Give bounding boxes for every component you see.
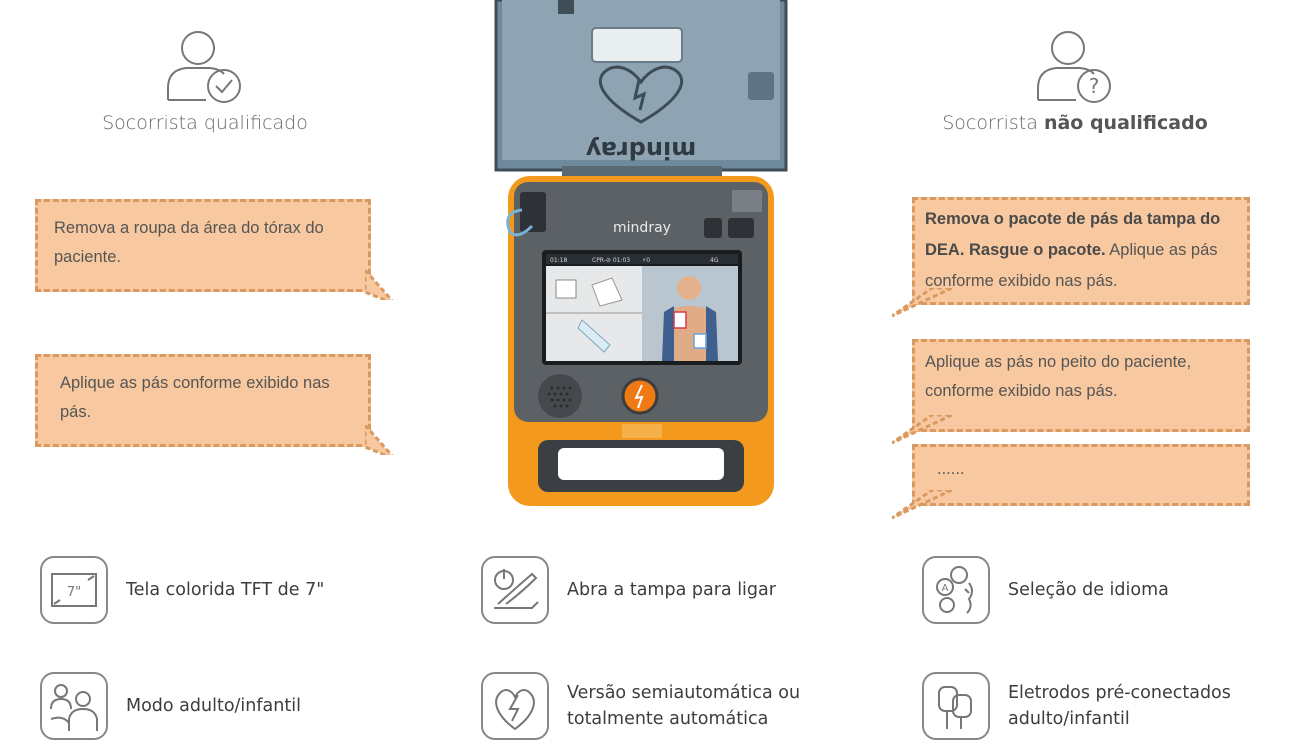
feature-adult-child-text: Modo adulto/infantil <box>126 696 301 716</box>
unqualified-step-3-text: ...... <box>937 460 965 478</box>
feature-adult-child: Modo adulto/infantil <box>40 672 301 740</box>
unqualified-step-1: Remova o pacote de pás da tampa do DEA. … <box>912 197 1250 305</box>
screen-status-time: 01:18 <box>550 257 567 264</box>
qualified-label: Socorrista qualificado <box>102 112 308 134</box>
open-lid-power-icon <box>481 556 549 624</box>
unqualified-rescuer-header: ? Socorrista não qualificado <box>940 28 1210 134</box>
screen-status-signal: 4G <box>710 257 719 264</box>
unqualified-step-3: ...... <box>912 444 1250 506</box>
feature-screen: 7" Tela colorida TFT de 7" <box>40 556 324 624</box>
feature-electrodes-text: Eletrodos pré-conectados adulto/infantil <box>1008 680 1231 732</box>
unqualified-label: Socorrista não qualificado <box>940 112 1210 134</box>
qualified-step-2-text: Aplique as pás conforme exibido nas pás. <box>60 374 330 421</box>
feature-open-lid-text: Abra a tampa para ligar <box>567 580 776 600</box>
unqualified-label-prefix: Socorrista <box>942 112 1044 134</box>
bubble-tail <box>365 270 394 300</box>
unqualified-step-2-text: Aplique as pás no peito do paciente, con… <box>925 353 1192 400</box>
shock-icon <box>481 672 549 740</box>
feature-electrodes-line1: Eletrodos pré-conectados <box>1008 683 1231 703</box>
qualified-step-1-text: Remova a roupa da área do tórax do pacie… <box>54 219 324 266</box>
lid-brand: mindray <box>585 136 696 164</box>
bubble-tail <box>892 288 952 318</box>
feature-semi-auto-line1: Versão semiautomática ou <box>567 683 801 703</box>
unqualified-step-1-text: Aplique as pás conforme exibido nas pás. <box>925 241 1218 290</box>
qualified-rescuer-header: Socorrista qualificado <box>95 28 315 134</box>
feature-open-lid: Abra a tampa para ligar <box>481 556 776 624</box>
adult-child-icon <box>40 672 108 740</box>
body-brand: mindray <box>613 220 671 236</box>
unqualified-step-2: Aplique as pás no peito do paciente, con… <box>912 339 1250 432</box>
feature-electrodes-line2: adulto/infantil <box>1008 709 1130 729</box>
bubble-tail <box>892 490 952 520</box>
feature-language: A Seleção de idioma <box>922 556 1169 624</box>
shock-button[interactable] <box>621 377 659 415</box>
unqualified-label-bold: não qualificado <box>1043 112 1208 134</box>
language-icon: A <box>922 556 990 624</box>
svg-text:?: ? <box>1089 74 1100 98</box>
bubble-tail <box>365 425 394 455</box>
aed-device: mindray mindray 01:18 CPR-⊘ 01:03 ⚡0 4G <box>494 0 788 506</box>
user-check-icon <box>167 31 241 103</box>
user-question-icon: ? <box>1037 31 1111 103</box>
feature-language-text: Seleção de idioma <box>1008 580 1169 600</box>
feature-semi-auto-text: Versão semiautomática ou totalmente auto… <box>567 680 800 732</box>
feature-electrodes: Eletrodos pré-conectados adulto/infantil <box>922 672 1231 740</box>
screen-7in-icon: 7" <box>40 556 108 624</box>
svg-text:A: A <box>942 583 949 594</box>
screen-status-cpr: CPR-⊘ 01:03 <box>592 257 630 264</box>
feature-semi-auto: Versão semiautomática ou totalmente auto… <box>481 672 800 740</box>
svg-text:7": 7" <box>67 585 81 600</box>
bubble-tail <box>892 415 952 445</box>
qualified-step-1: Remova a roupa da área do tórax do pacie… <box>35 199 371 292</box>
qualified-step-2: Aplique as pás conforme exibido nas pás. <box>35 354 371 447</box>
unqualified-step-1-bold: Remova o pacote de pás da tampa do DEA. … <box>925 210 1221 259</box>
electrodes-icon <box>922 672 990 740</box>
screen-status-shocks: ⚡0 <box>642 257 650 264</box>
feature-screen-text: Tela colorida TFT de 7" <box>126 580 325 600</box>
feature-semi-auto-line2: totalmente automática <box>567 709 769 729</box>
